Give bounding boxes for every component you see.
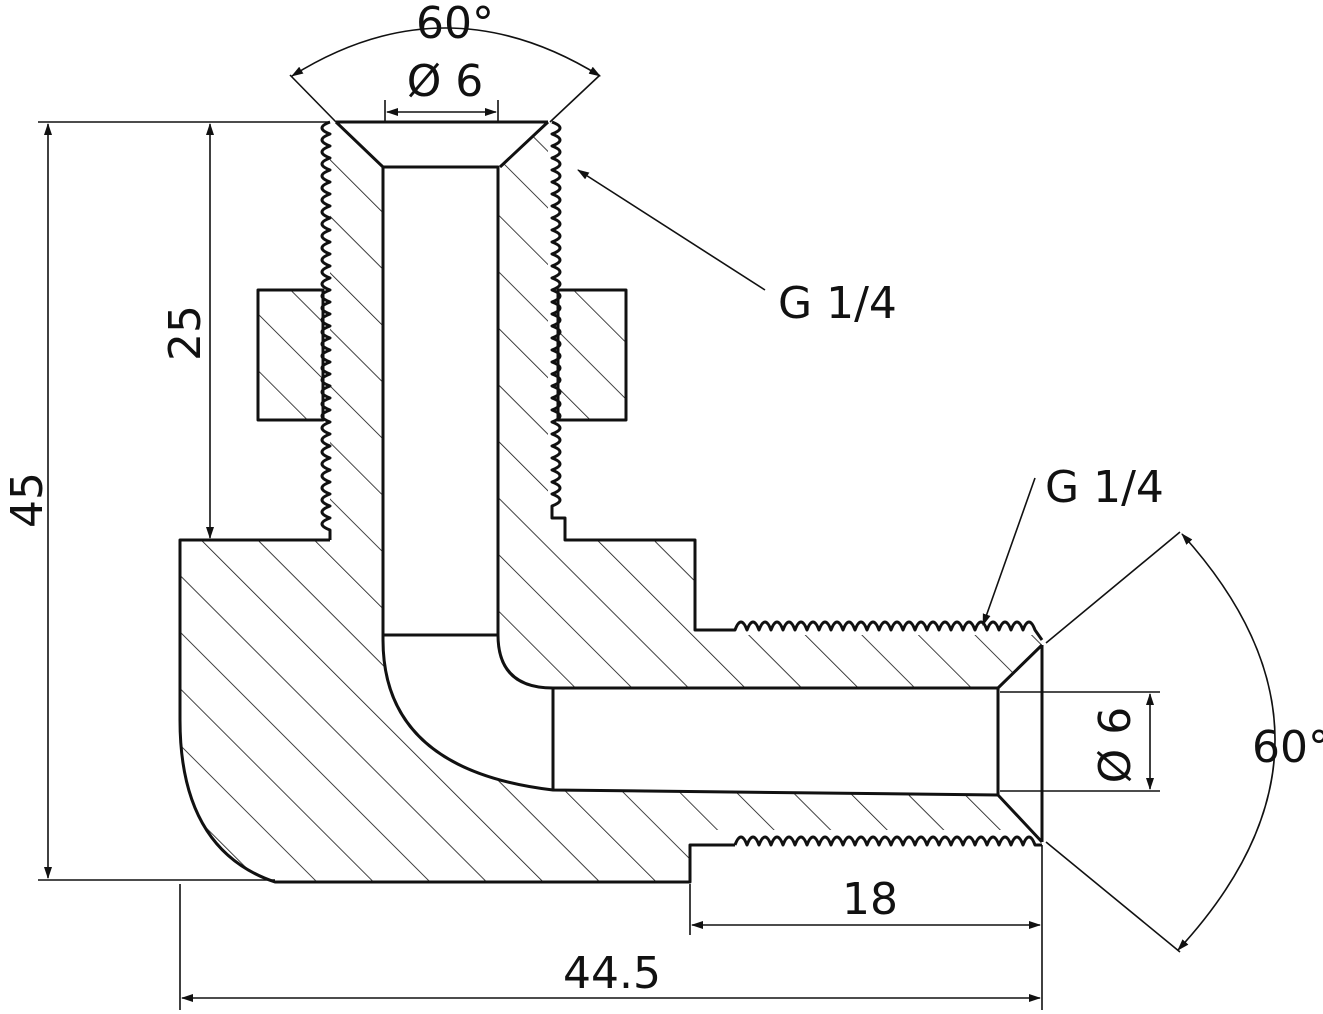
body-section-hatch [180,122,1042,882]
side-thread-label: G 1/4 [1045,462,1164,513]
right-vertical-thread [550,120,567,540]
side-diameter-label: Ø 6 [1090,707,1141,784]
bottom-horizontal-thread [733,835,1042,847]
top-thread-label: G 1/4 [778,278,897,329]
bore-outline [381,165,1000,797]
top-angle-arc [291,27,601,77]
left-vertical-thread [320,120,332,540]
side-angle-arc [1177,533,1276,951]
right-nut-section [558,290,626,420]
overall-height-label: 45 [2,472,53,528]
side-thread-leader [982,477,1036,626]
dimension-lines [38,27,1276,1010]
side-angle-label: 60° [1252,722,1323,773]
body-outline [178,538,735,884]
top-horizontal-thread [695,620,1044,641]
top-angle-label: 60° [416,0,494,49]
left-nut-section [258,290,323,420]
top-countersink-void [336,122,548,167]
top-thread-leader [577,169,766,291]
horizontal-thread-length-label: 18 [842,874,898,925]
fitting-body [178,120,1045,884]
vertical-thread-length-label: 25 [160,305,211,361]
overall-width-label: 44.5 [563,948,661,999]
side-countersink-void [998,645,1042,842]
top-diameter-label: Ø 6 [407,56,484,107]
